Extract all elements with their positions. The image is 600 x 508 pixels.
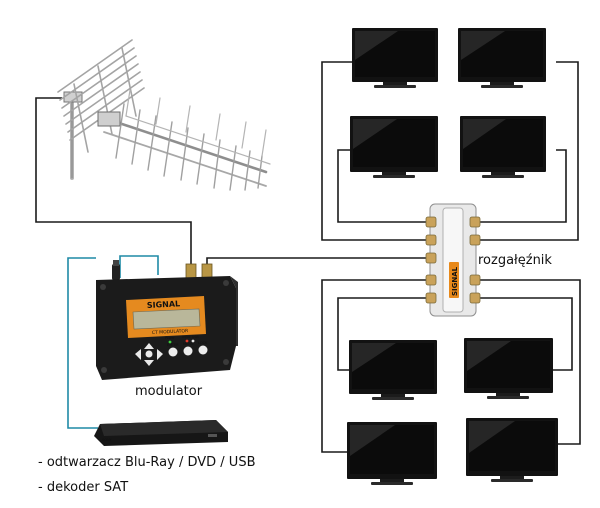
status-label-input: Input — [182, 335, 191, 339]
btn-label-menu: MENU — [183, 342, 194, 346]
tv-upper-left-bottom — [350, 116, 438, 178]
cable-tv-4 — [475, 149, 567, 223]
cable-tv-7 — [321, 279, 432, 453]
dpad-icon — [135, 343, 163, 366]
tv-lower-left-bottom — [347, 422, 437, 485]
cable-tv-3 — [337, 149, 432, 223]
tv-upper-right-top — [458, 28, 546, 88]
tv-upper-left-top — [352, 28, 438, 88]
btn-label-enter: ENTER — [167, 343, 179, 347]
splitter-label: rozgałęźnik — [478, 253, 552, 268]
tv-upper-right-bottom — [460, 116, 546, 178]
tv-lower-right-bottom — [466, 418, 558, 482]
cable-tv-2 — [475, 61, 579, 241]
antenna-icon — [57, 39, 271, 191]
rf-cable — [206, 257, 430, 264]
media-player-icon: SONY — [94, 420, 228, 446]
btn-label-lock: LOCK — [198, 341, 208, 345]
tv-lower-right-top — [464, 338, 553, 399]
modulator-brand: SIGNAL — [147, 299, 181, 310]
source-label-player: - odtwarzacz Blu-Ray / DVD / USB — [38, 455, 256, 470]
splitter-brand: SIGNAL — [451, 266, 459, 296]
lcd-text: CT MODULATOR — [152, 328, 189, 336]
cable-tv-8 — [475, 279, 581, 445]
status-label-usb: USB — [192, 335, 199, 339]
modulator-label: modulator — [135, 384, 203, 399]
antenna-cable — [35, 97, 192, 264]
modulator-icon: SIGNAL CT MODULATOR ENTER MENU LOCK Powe… — [96, 260, 238, 380]
source-label-sat: - dekoder SAT — [38, 480, 129, 495]
cables — [35, 61, 581, 453]
cable-tv-1 — [321, 61, 432, 241]
status-label-power: Power — [165, 336, 175, 340]
player-brand: SONY — [102, 438, 113, 442]
splitter-icon: SIGNAL — [425, 203, 481, 317]
tv-lower-left-top — [349, 340, 437, 400]
cable-tv-5 — [337, 297, 432, 371]
cable-tv-6 — [475, 297, 573, 371]
